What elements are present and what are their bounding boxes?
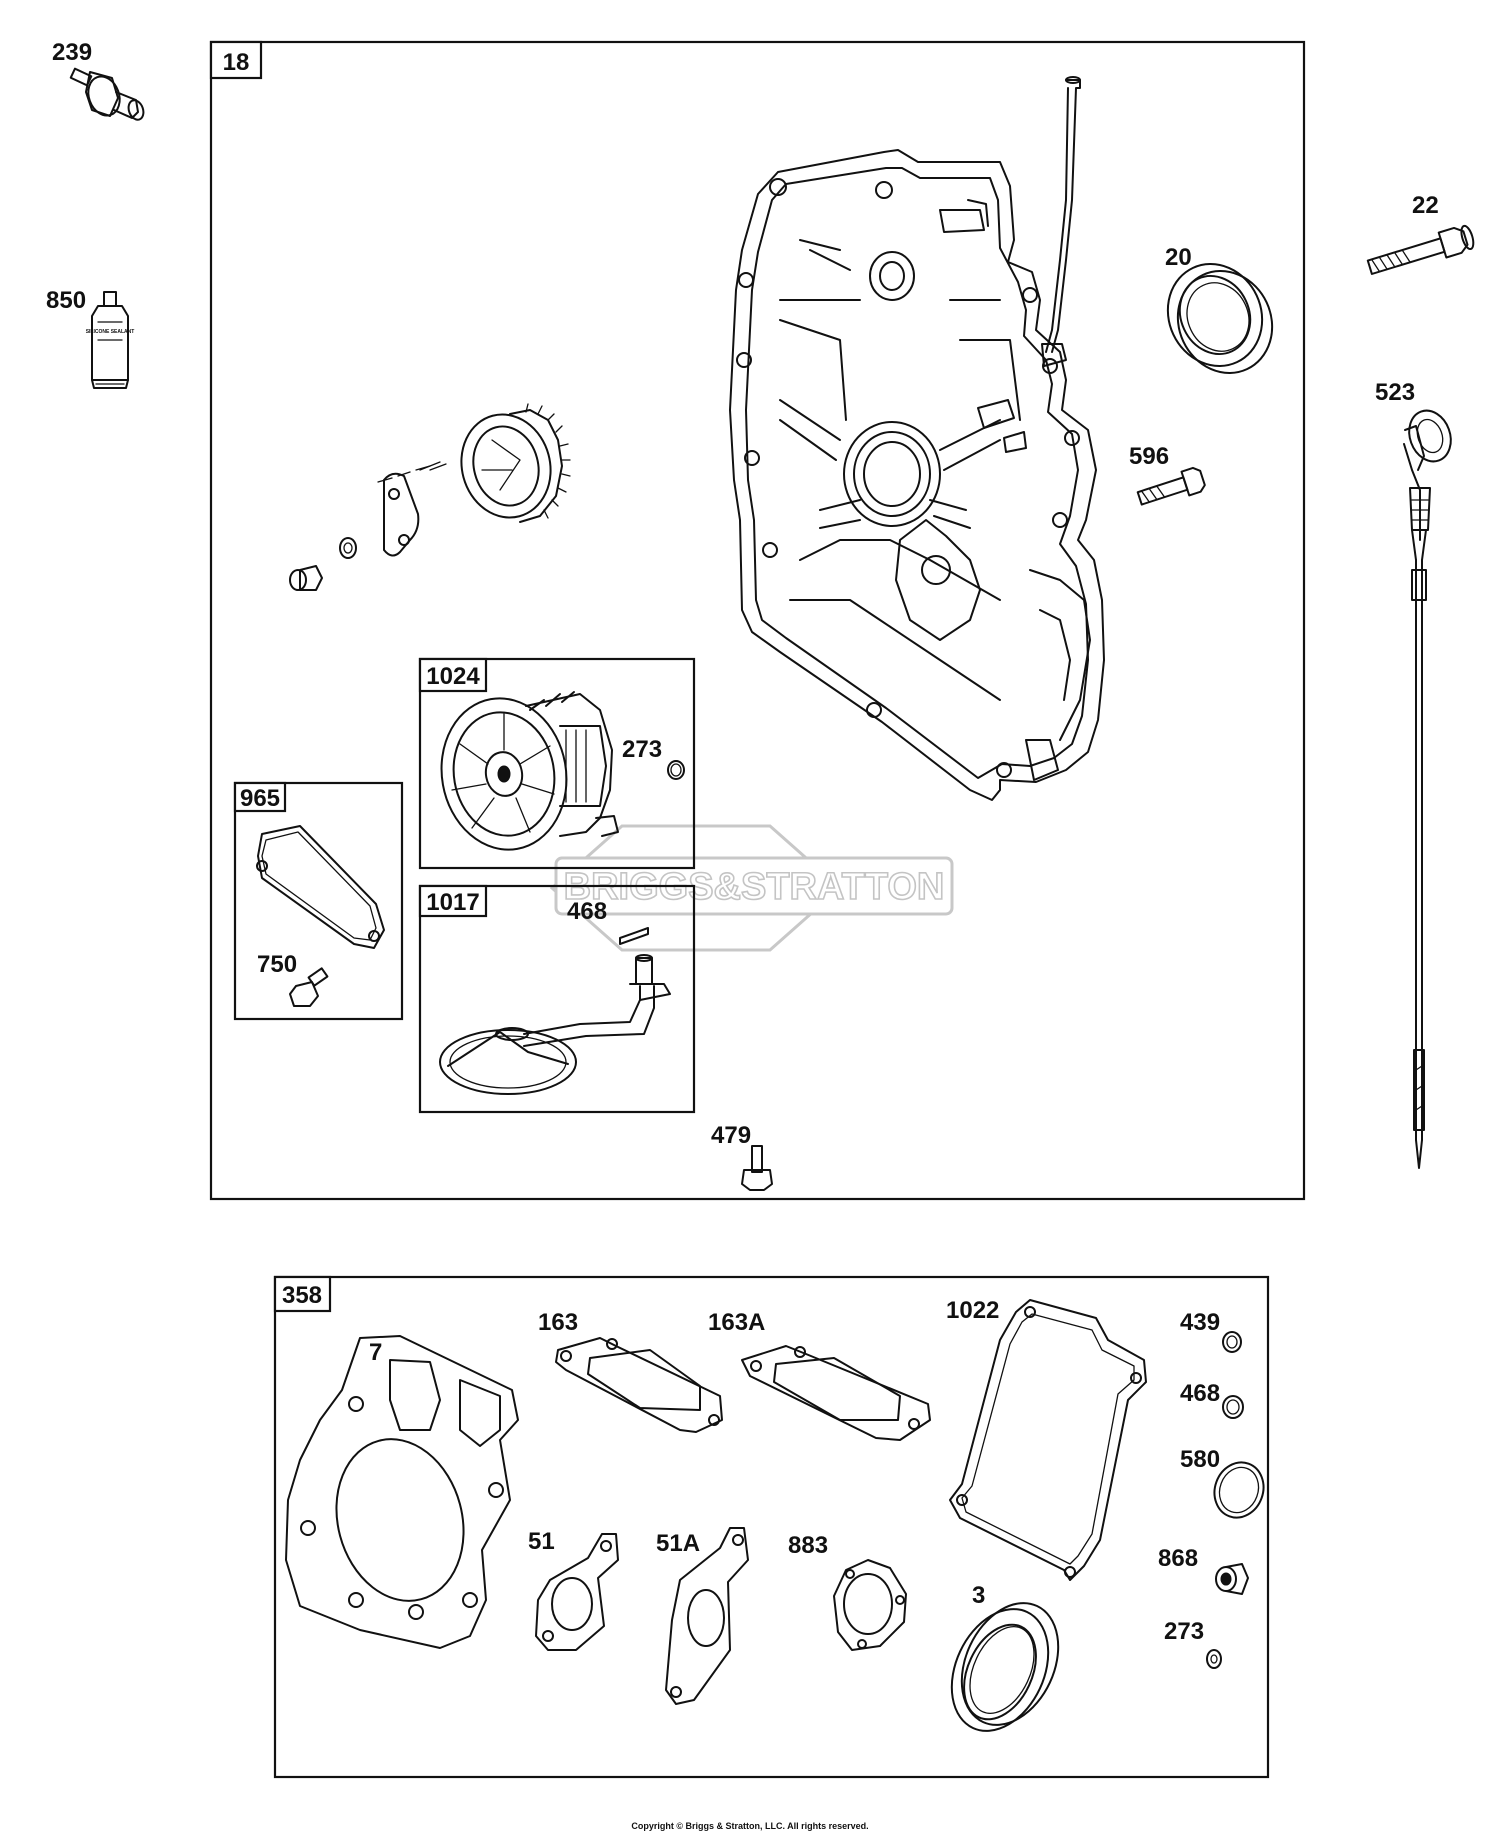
gasket-51a-drawing [665,1527,749,1705]
ring-273-kit-drawing [1206,1649,1222,1669]
sealant-tube-drawing: SILICONE SEALANT [86,291,135,389]
gasket-163a-drawing [741,1345,931,1441]
part-label-439[interactable]: 439 [1180,1309,1220,1336]
group-18-label[interactable]: 18 [223,49,250,76]
brand-watermark: BRIGGS&STRATTON [549,824,954,952]
gasket-163-drawing [555,1337,723,1433]
bolt-22-drawing [1366,224,1475,275]
group-18-box: 18 [209,40,1306,1201]
part-label-850[interactable]: 850 [46,287,86,314]
group-358-box: 358 [273,1275,1270,1779]
bolt-596-drawing [1136,466,1206,506]
group-1024-label[interactable]: 1024 [426,663,480,690]
group-965-label[interactable]: 965 [240,785,280,812]
oil-pump-1024-drawing [440,691,685,851]
part-label-468-kit[interactable]: 468 [1180,1380,1220,1407]
bolt-479-drawing [741,1145,773,1191]
part-label-163a[interactable]: 163A [708,1309,765,1336]
group-1024-box: 1024 [418,657,696,870]
part-label-163[interactable]: 163 [538,1309,578,1336]
part-label-1022[interactable]: 1022 [946,1297,999,1324]
oil-seal-3-drawing [950,1602,1060,1732]
sealant-tube-text: SILICONE SEALANT [86,329,135,335]
part-label-523[interactable]: 523 [1375,379,1415,406]
group-965-box: 965 [233,781,404,1021]
part-label-20[interactable]: 20 [1165,244,1192,271]
cylinder-head-gasket-7-drawing [285,1335,519,1649]
group-1017-label[interactable]: 1017 [426,889,479,916]
ring-580-drawing [1213,1461,1265,1519]
part-label-580[interactable]: 580 [1180,1446,1220,1473]
crankcase-cover-drawing [729,76,1105,801]
part-label-3[interactable]: 3 [972,1582,985,1609]
part-label-22[interactable]: 22 [1412,192,1439,219]
part-label-468-pickup[interactable]: 468 [567,898,607,925]
ring-468-kit-drawing [1222,1395,1244,1419]
part-label-750[interactable]: 750 [257,951,297,978]
part-label-51[interactable]: 51 [528,1528,555,1555]
oil-pressure-switch-drawing [69,67,145,121]
dipstick-523-drawing [1403,409,1452,1169]
part-label-273-kit[interactable]: 273 [1164,1618,1204,1645]
part-label-479[interactable]: 479 [711,1122,751,1149]
ring-439-drawing [1222,1331,1242,1353]
gasket-883-drawing [833,1559,907,1651]
part-label-883[interactable]: 883 [788,1532,828,1559]
part-label-273-pump[interactable]: 273 [622,736,662,763]
group-358-label[interactable]: 358 [282,1282,322,1309]
oil-seal-20-drawing [1166,263,1274,374]
oil-pickup-1017-drawing [439,927,671,1095]
group-1017-box: 1017 [418,884,696,1114]
bolt-750-drawing [289,967,329,1007]
part-label-51a[interactable]: 51A [656,1530,700,1557]
gasket-965-drawing [256,825,385,949]
gasket-51-drawing [535,1533,619,1651]
part-label-868[interactable]: 868 [1158,1545,1198,1572]
seal-868-drawing [1215,1563,1249,1595]
gasket-1022-drawing [949,1299,1147,1581]
governor-gear-drawing [289,403,571,591]
part-label-596[interactable]: 596 [1129,443,1169,470]
part-label-7[interactable]: 7 [369,1339,382,1366]
part-label-239[interactable]: 239 [52,39,92,66]
copyright-footer: Copyright © Briggs & Stratton, LLC. All … [631,1821,868,1831]
